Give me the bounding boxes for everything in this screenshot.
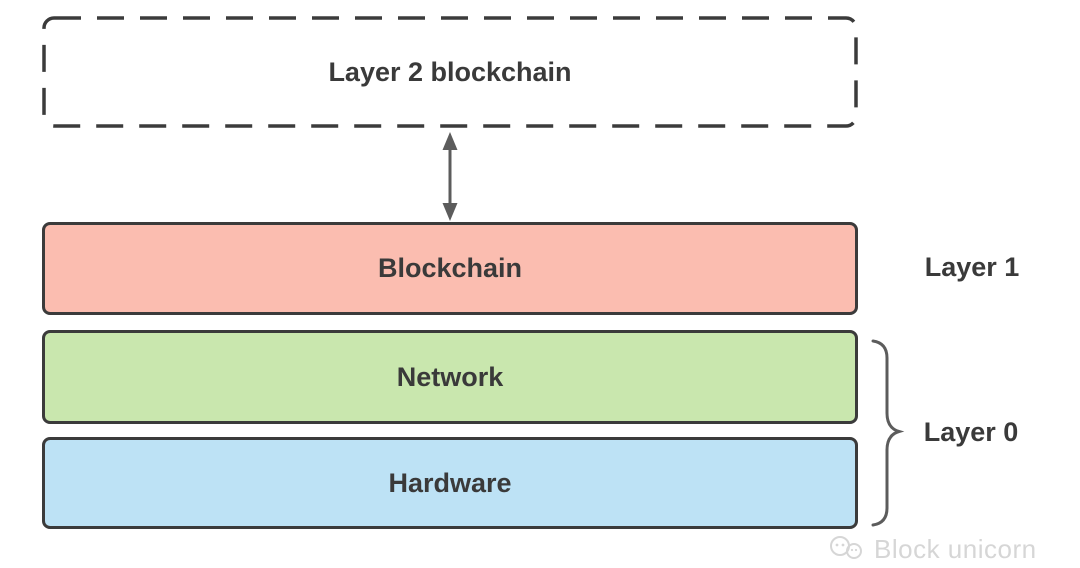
- double-arrow-icon: [442, 132, 458, 221]
- layer0-label: Layer 0: [923, 417, 1019, 447]
- layer1-label: Layer 1: [924, 252, 1020, 282]
- watermark-text: Block unicorn: [874, 533, 1037, 564]
- block-unicorn-logo-icon: [829, 536, 862, 559]
- box-blockchain-label: Blockchain: [377, 253, 523, 283]
- box-hardware-label: Hardware: [388, 467, 512, 498]
- box-blockchain: Blockchain: [42, 222, 858, 315]
- box-layer2-blockchain: Layer 2 blockchain: [42, 16, 858, 128]
- box-layer2-label: Layer 2 blockchain: [328, 56, 572, 87]
- box-network: Network: [42, 330, 858, 424]
- box-network-label: Network: [396, 361, 504, 392]
- watermark: Block unicorn: [826, 532, 1037, 566]
- box-hardware: Hardware: [42, 437, 858, 529]
